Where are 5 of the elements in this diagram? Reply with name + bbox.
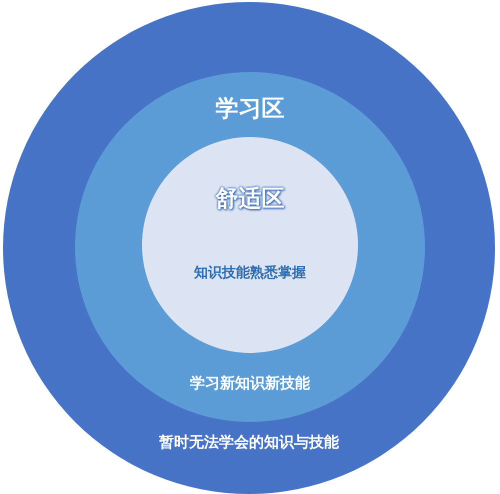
zone-description: 暂时无法学会的知识与技能 [159,433,339,451]
zone-title: 舒适区 [216,186,284,214]
zone-description: 知识技能熟悉掌握 [194,265,306,282]
zone-description: 学习新知识新技能 [190,374,310,392]
zone-title: 学习区 [216,96,284,124]
